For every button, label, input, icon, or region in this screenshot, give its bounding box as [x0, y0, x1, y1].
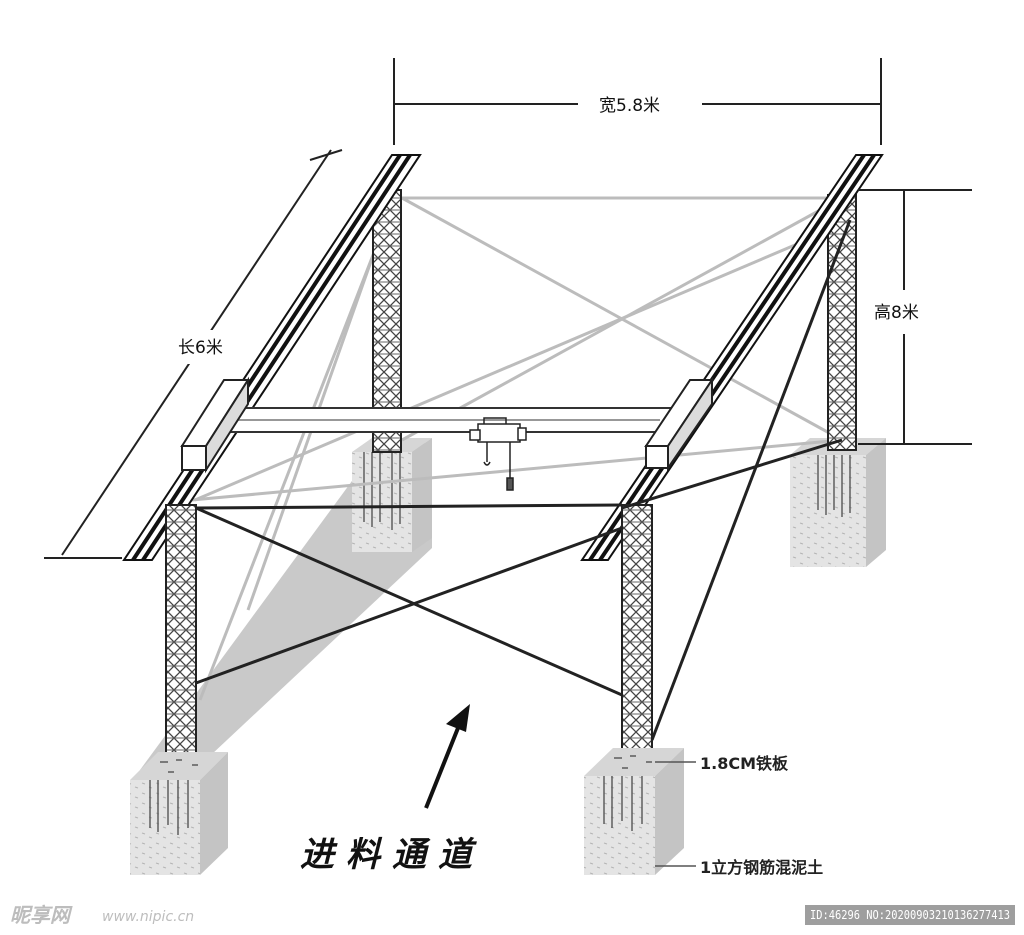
- column-front-left: [165, 504, 197, 764]
- front-bracing: [195, 219, 852, 741]
- foundation-front-left: [130, 752, 228, 875]
- watermark-id: ID:46296 NO:20200903210136277413: [810, 908, 1010, 922]
- watermark-id-bar: [805, 905, 1015, 925]
- plate-label: 1.8CM铁板: [700, 754, 789, 773]
- back-bracing: [191, 196, 843, 701]
- dimension-height: [858, 189, 972, 445]
- watermark-brand: 昵享网: [10, 903, 73, 927]
- feed-channel-label: 进料通道: [300, 835, 484, 875]
- column-back-right: [827, 194, 857, 451]
- column-front-right: [621, 504, 653, 761]
- height-label: 高8米: [874, 303, 919, 323]
- electric-hoist: [469, 417, 527, 491]
- width-label: 宽5.8米: [599, 96, 660, 116]
- length-label: 长6米: [178, 338, 223, 358]
- end-carriage-left: [180, 376, 250, 474]
- arrow-up-icon: [424, 704, 470, 809]
- watermark-url: www.nipic.cn: [102, 909, 194, 925]
- bridge-girder: [226, 407, 674, 433]
- dimension-width: [393, 58, 882, 145]
- foundation-back-left: [352, 438, 432, 552]
- foundation-back-right: [790, 438, 886, 567]
- foundation-front-right: [584, 748, 684, 875]
- concrete-label: 1立方钢筋混泥土: [700, 858, 823, 877]
- end-carriage-right: [644, 376, 714, 472]
